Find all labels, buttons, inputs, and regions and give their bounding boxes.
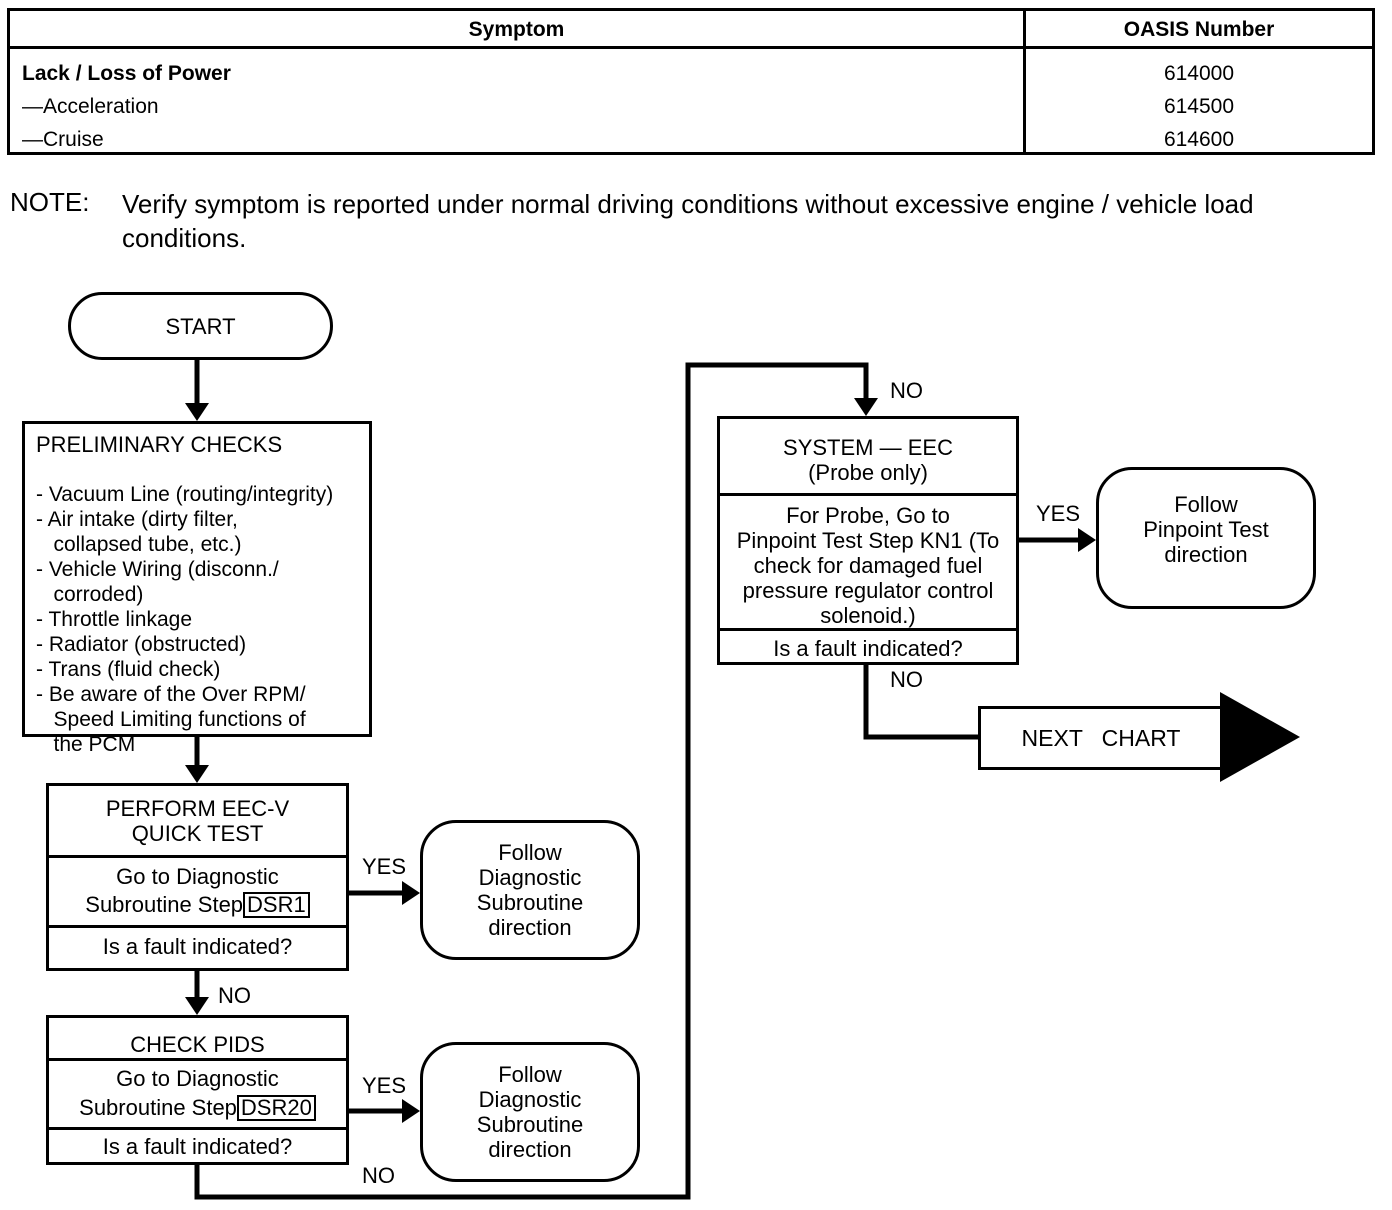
preliminary-item: - Radiator (obstructed) (36, 633, 247, 656)
preliminary-item: corroded) (36, 583, 144, 606)
follow-text-line: Diagnostic (478, 1087, 582, 1112)
table-row-symptom-1: —Acceleration (22, 95, 159, 118)
follow-text-line: Subroutine (476, 1112, 584, 1137)
divider (49, 855, 346, 858)
table-column-divider (1023, 11, 1026, 152)
system-eec-action-line: solenoid.) (820, 603, 916, 628)
next-chart-arrow-icon (1220, 692, 1300, 782)
next-chart-box[interactable]: NEXT CHART (978, 706, 1224, 770)
divider (720, 493, 1016, 496)
follow-text-line: direction (488, 1137, 572, 1162)
check-pids-title: CHECK PIDS (130, 1032, 265, 1057)
table-row-oasis-2: 614600 (1163, 128, 1235, 151)
system-eec-title-line2: (Probe only) (808, 460, 928, 485)
system-eec-action-line: check for damaged fuel (753, 553, 983, 578)
preliminary-checks-title: PRELIMINARY CHECKS (36, 432, 283, 457)
follow-text-line: direction (488, 915, 572, 940)
follow-text-line: Subroutine (476, 890, 584, 915)
check-pids-question: Is a fault indicated? (102, 1134, 293, 1159)
label-no: NO (890, 378, 923, 403)
label-no: NO (218, 983, 251, 1008)
preliminary-item: - Trans (fluid check) (36, 658, 221, 681)
preliminary-item: - Air intake (dirty filter, (36, 508, 238, 531)
label-no: NO (362, 1163, 395, 1188)
label-yes: YES (362, 854, 407, 879)
follow-text-line: Follow (498, 840, 562, 865)
quick-test-action-line1: Go to Diagnostic (116, 864, 279, 889)
label-yes: YES (1036, 501, 1081, 526)
system-eec-action-line: Pinpoint Test Step KN1 (To (736, 528, 1000, 553)
preliminary-item: Speed Limiting functions of (36, 708, 306, 731)
follow-diagnostic-subroutine-box-2: Follow Diagnostic Subroutine direction (420, 1042, 640, 1182)
preliminary-item: collapsed tube, etc.) (36, 533, 242, 556)
quick-test-question: Is a fault indicated? (102, 934, 293, 959)
follow-text-line: Pinpoint Test (1143, 517, 1269, 542)
check-pids-action-line1: Go to Diagnostic (116, 1066, 279, 1091)
check-pids-action-line2: Subroutine Step (79, 1095, 237, 1120)
preliminary-item: - Vacuum Line (routing/integrity) (36, 483, 334, 506)
header-symptom: Symptom (468, 18, 565, 41)
preliminary-item: the PCM (36, 733, 136, 756)
system-eec-action-line: pressure regulator control (742, 578, 994, 603)
table-row-symptom-2: —Cruise (22, 128, 104, 151)
table-row-oasis-0: 614000 (1163, 62, 1235, 85)
preliminary-item: - Be aware of the Over RPM/ (36, 683, 306, 706)
system-eec-title-line1: SYSTEM — EEC (783, 435, 953, 460)
table-row-oasis-1: 614500 (1163, 95, 1235, 118)
divider (49, 925, 346, 928)
label-no: NO (890, 667, 923, 692)
table-row-symptom-0: Lack / Loss of Power (22, 62, 231, 85)
note-text: Verify symptom is reported under normal … (122, 189, 1254, 253)
label-yes: YES (362, 1073, 407, 1098)
system-eec-question: Is a fault indicated? (773, 636, 963, 661)
follow-text-line: direction (1164, 542, 1248, 567)
table-header-row (10, 11, 1372, 49)
start-terminal: START (68, 292, 333, 360)
divider (49, 1127, 346, 1130)
preliminary-checks-box: PRELIMINARY CHECKS - Vacuum Line (routin… (22, 421, 372, 756)
quick-test-action-line2: Subroutine Step (85, 892, 244, 917)
check-pids-box: CHECK PIDS Go to Diagnostic Subroutine S… (46, 1015, 349, 1165)
follow-pinpoint-test-box: Follow Pinpoint Test direction (1096, 467, 1316, 609)
next-chart-label: NEXT CHART (1021, 724, 1181, 751)
symptom-table: Symptom OASIS Number Lack / Loss of Powe… (7, 8, 1375, 155)
follow-diagnostic-subroutine-box-1: Follow Diagnostic Subroutine direction (420, 820, 640, 960)
system-eec-action-line: For Probe, Go to (786, 503, 950, 528)
system-eec-title: SYSTEM — EEC (Probe only) (720, 435, 1016, 485)
dsr20-reference[interactable]: DSR20 (236, 1095, 316, 1121)
system-eec-box: SYSTEM — EEC (Probe only) For Probe, Go … (717, 416, 1019, 665)
system-eec-action: For Probe, Go to Pinpoint Test Step KN1 … (720, 503, 1016, 628)
dsr1-reference[interactable]: DSR1 (243, 892, 310, 918)
quick-test-title: PERFORM EEC-V QUICK TEST (49, 796, 346, 846)
quick-test-box: PERFORM EEC-V QUICK TEST Go to Diagnosti… (46, 783, 349, 971)
quick-test-title-line2: QUICK TEST (131, 821, 264, 846)
preliminary-item: - Vehicle Wiring (disconn./ (36, 558, 279, 581)
arrow-system-eec-no (863, 664, 979, 740)
preliminary-item: - Throttle linkage (36, 608, 193, 631)
follow-text-line: Diagnostic (478, 865, 582, 890)
divider (49, 1058, 346, 1061)
quick-test-title-line1: PERFORM EEC-V (105, 796, 290, 821)
header-oasis-number: OASIS Number (1123, 18, 1275, 41)
divider (720, 628, 1016, 631)
start-label: START (165, 313, 236, 339)
arrow-check-pids-no (194, 362, 869, 1200)
follow-text-line: Follow (1174, 492, 1238, 517)
note-label: NOTE: (10, 187, 90, 217)
follow-text-line: Follow (498, 1062, 562, 1087)
